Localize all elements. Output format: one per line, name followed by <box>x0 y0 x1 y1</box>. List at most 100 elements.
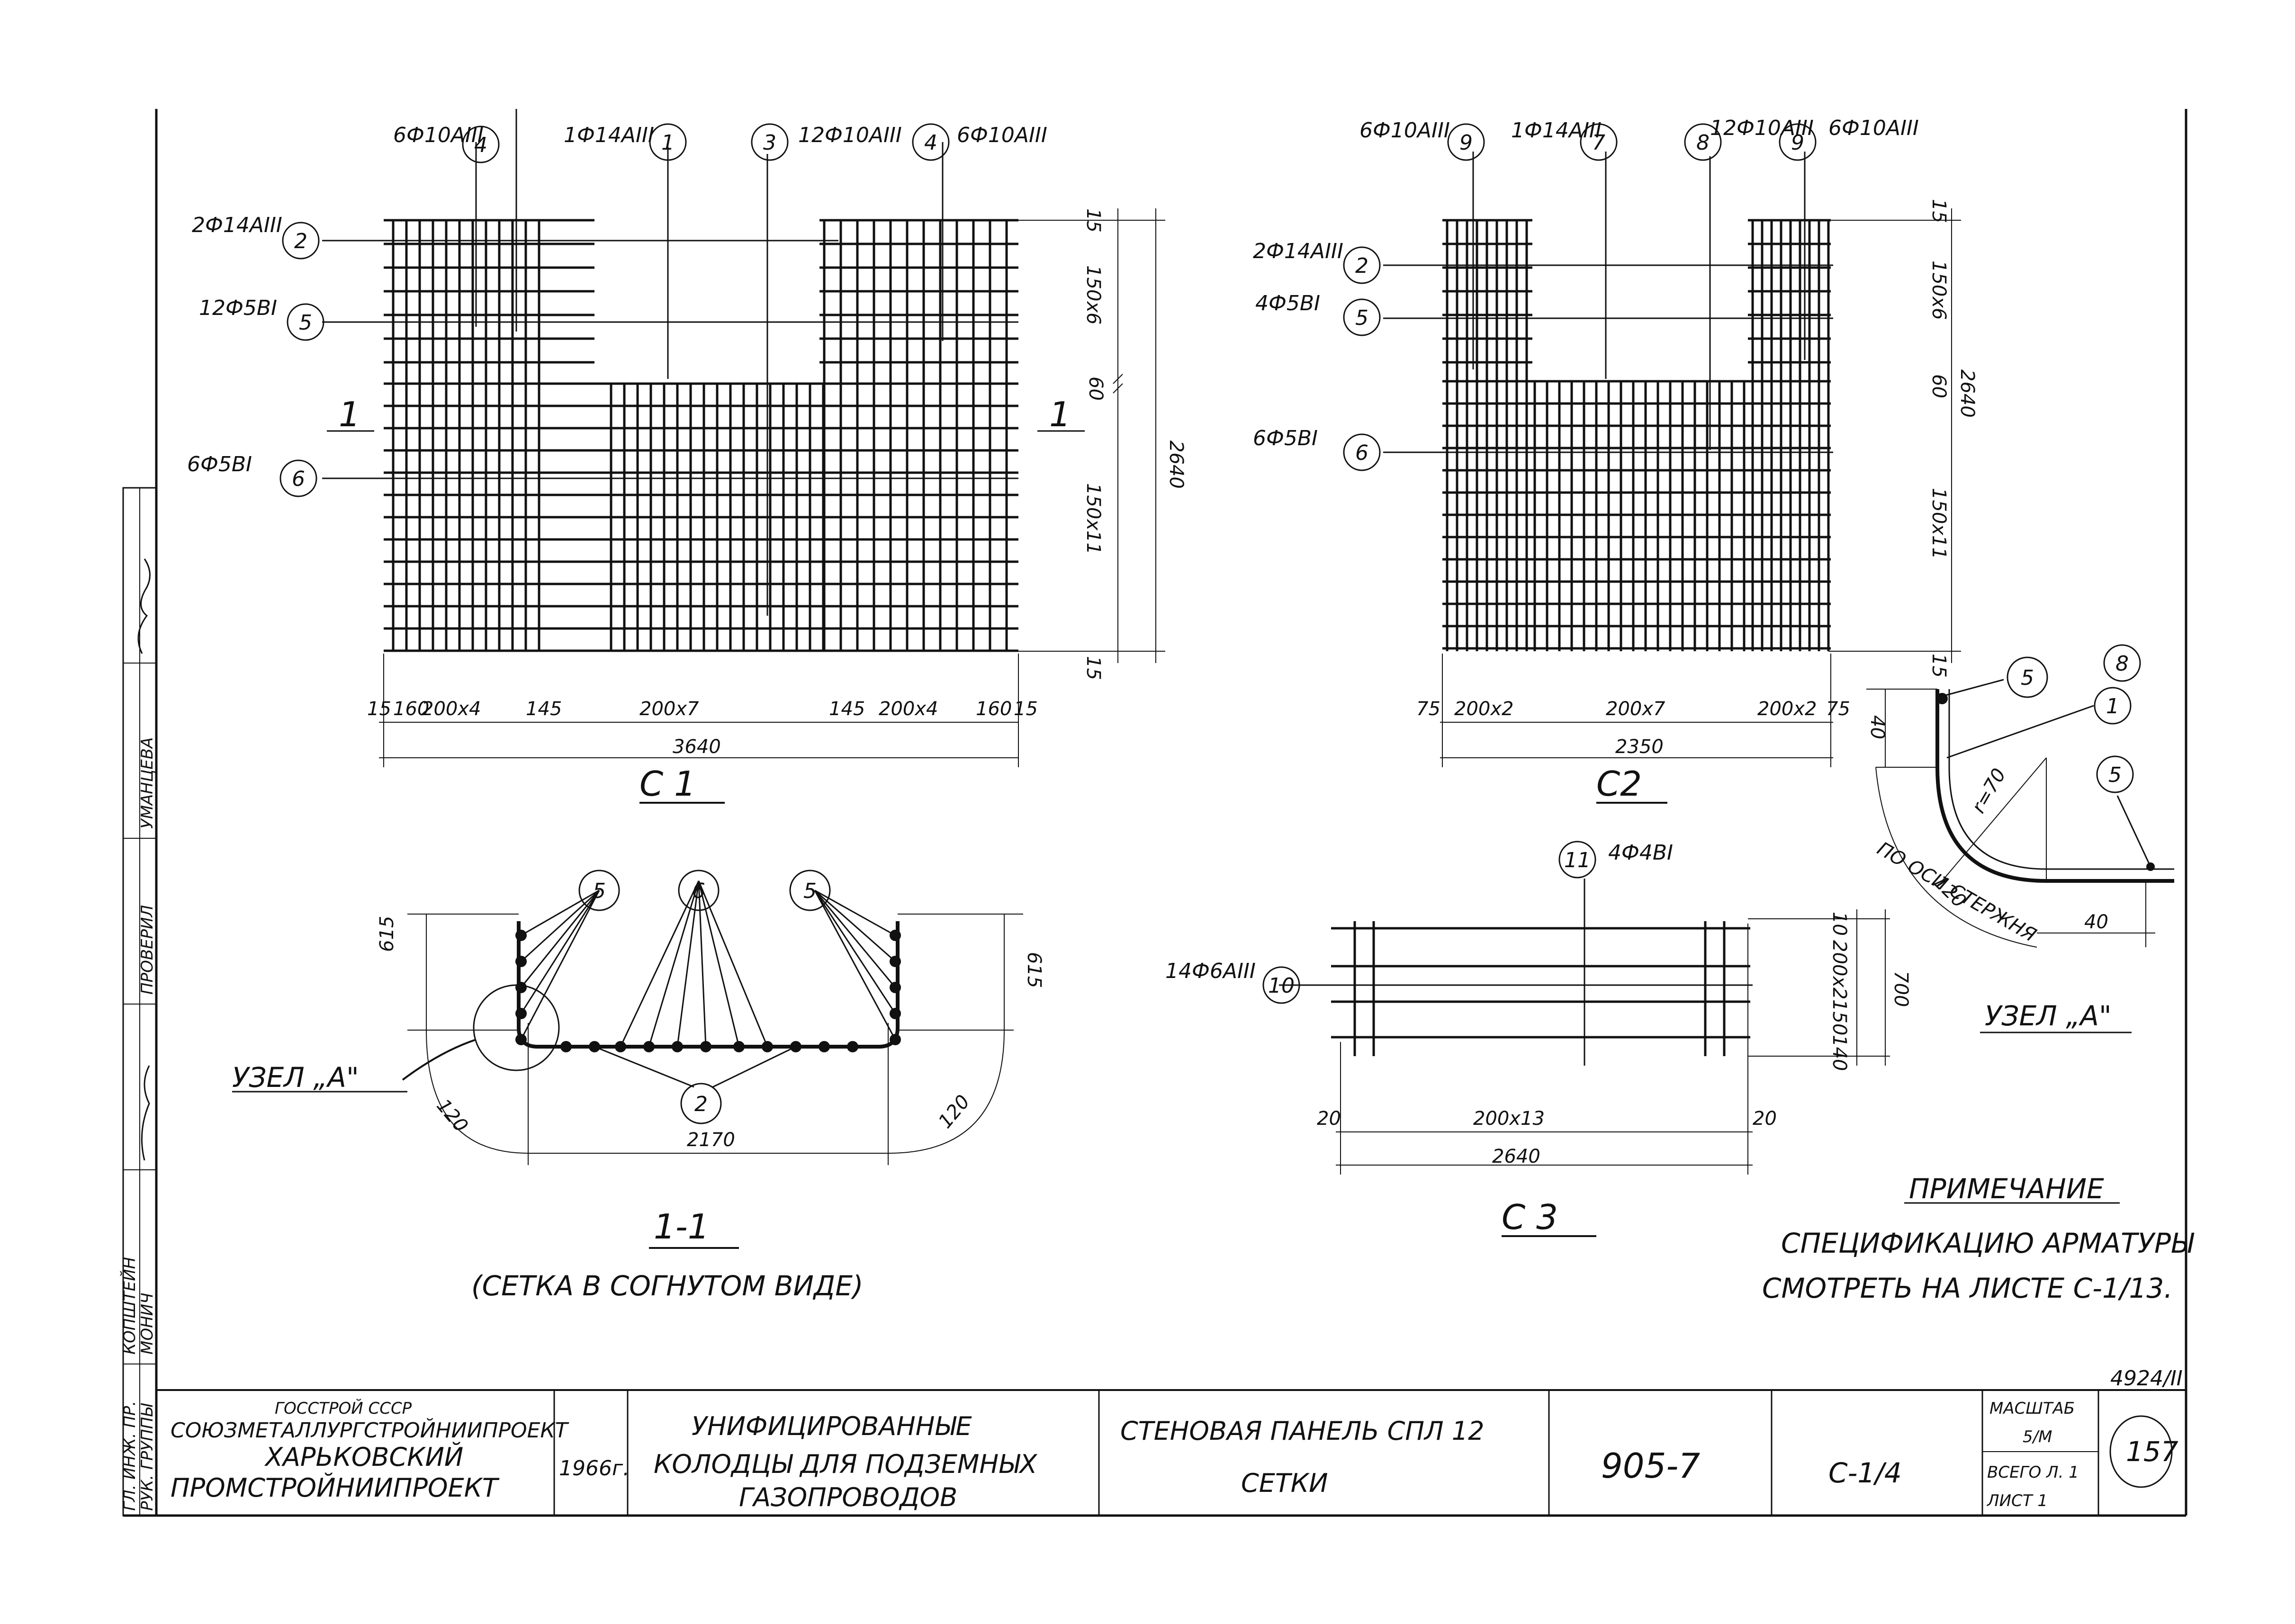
section-bar-dot <box>515 956 527 967</box>
node-callout-a <box>2007 656 2048 698</box>
c1-dim-right-0: 15 <box>1082 208 1104 233</box>
section-1-1 <box>402 880 1023 1165</box>
section-subtitle: (СЕТКА В СОГНУТОМ ВИДЕ) <box>471 1270 863 1302</box>
tb-sheet-no: С-1/4 <box>1828 1457 1902 1489</box>
c2-dim-bottom-3: 200х2 <box>1757 698 1817 720</box>
section-leader <box>521 889 600 936</box>
section-leader <box>520 890 600 1040</box>
node-callout-c-text: 8 <box>2115 652 2129 676</box>
stamp-chief-name: КОПШТЕЙН <box>120 1257 139 1355</box>
section-leader <box>814 890 896 1040</box>
c3-dim-bottom-1: 200х13 <box>1473 1108 1545 1130</box>
c1-callout-c2 <box>649 123 687 161</box>
section-leader <box>520 889 600 962</box>
tb-project1: УНИФИЦИРОВАННЫЕ <box>692 1411 972 1441</box>
c1-dim-bottom-5: 145 <box>829 698 865 720</box>
c3-title: С 3 <box>1502 1197 1558 1237</box>
section-leader <box>814 889 896 962</box>
c2-dim-bottom-2: 200х7 <box>1606 698 1665 720</box>
section-bar-dot <box>890 1008 901 1019</box>
section-bar-dot <box>890 982 901 993</box>
node-callout-c <box>2103 644 2141 682</box>
c3-label-top: 4Ф4ВI <box>1608 841 1673 865</box>
tb-project2: КОЛОДЦЫ ДЛЯ ПОДЗЕМНЫХ <box>654 1449 1037 1479</box>
c3-dim-right-3: 140 <box>1828 1035 1850 1071</box>
c3-dim-right-1: 200х2 <box>1828 940 1850 999</box>
stamp-checked: ПРОВЕРИЛ <box>138 905 157 995</box>
c2-label-b4: 6Ф10АIII <box>1828 116 1919 140</box>
tb-series: 905-7 <box>1601 1446 1700 1486</box>
node-dim-top: 40 <box>1866 715 1888 739</box>
c2-callout-c3 <box>1684 123 1722 161</box>
c1-callout-c6 <box>287 303 324 341</box>
c1-label-b4: 6Ф10АIII <box>957 123 1047 147</box>
section-leader <box>594 1046 694 1088</box>
c1-callout-c7-text: 6 <box>292 467 305 491</box>
section-dim-r-right: 120 <box>934 1091 974 1132</box>
tb-year: 1966г. <box>559 1456 630 1480</box>
section-dim-right: 615 <box>1023 952 1045 988</box>
section-bar-dot <box>589 1041 600 1052</box>
section-title: 1-1 <box>654 1207 710 1247</box>
tb-scale-value: 5/М <box>2023 1427 2052 1446</box>
section-bar-dot <box>672 1041 683 1052</box>
c1-dimensions <box>379 208 1165 767</box>
c3-dim-bottom-2: 20 <box>1753 1108 1777 1130</box>
section-leader <box>620 880 700 1047</box>
section-bar-dot <box>515 1034 527 1045</box>
node-callout-b <box>2094 687 2132 725</box>
c2-callout-c1 <box>1447 123 1485 161</box>
section-callout-a <box>578 870 620 911</box>
c1-callout-c2-text: 1 <box>661 131 675 155</box>
c2-callout-c6 <box>1343 298 1381 336</box>
stamp-group-name: МОНИЧ <box>138 1293 157 1355</box>
note-heading: ПРИМЕЧАНИЕ <box>1909 1173 2104 1205</box>
c2-callout-c4 <box>1779 123 1817 161</box>
c3-dim-right-2: 150 <box>1828 999 1850 1035</box>
c1-dim-right-2: 60 <box>1085 377 1107 401</box>
section-callout-c <box>789 870 831 911</box>
c2-callout-c7 <box>1343 433 1381 471</box>
c2-callout-c4-text: 9 <box>1791 131 1804 155</box>
node-a-detail <box>1866 679 2174 948</box>
node-callout-a-text: 5 <box>2021 666 2034 690</box>
section-leader <box>648 880 700 1047</box>
section-bar-dot <box>890 956 901 967</box>
c1-dim-bottom-3: 145 <box>526 698 562 720</box>
c2-callout-c7-text: 6 <box>1355 441 1368 465</box>
doc-code: 4924/II <box>2110 1366 2183 1391</box>
c2-dim-right-total: 2640 <box>1956 369 1978 418</box>
c3-dim-bottom-0: 20 <box>1317 1108 1341 1130</box>
c2-label-b2: 1Ф14АIII <box>1511 118 1602 143</box>
c1-callout-c5 <box>282 222 320 260</box>
c3-dim-total: 2640 <box>1492 1146 1540 1167</box>
section-bar-dot <box>890 930 901 941</box>
tb-page: 157 <box>2126 1436 2178 1468</box>
node-title: УЗЕЛ „А" <box>1985 1000 2112 1032</box>
section-bar-dot <box>615 1041 626 1052</box>
c1-callout-c3 <box>751 123 789 161</box>
c2-dim-right-4: 15 <box>1928 654 1950 678</box>
stamp-checked-name: УМАНЦЕВА <box>138 737 157 829</box>
node-dim-along: ПО ОСИ СТЕРЖНЯ <box>1873 838 2040 946</box>
section-leader <box>712 1046 796 1088</box>
tb-org4: ПРОМСТРОЙНИИПРОЕКТ <box>171 1473 500 1503</box>
page-number-circle <box>2109 1415 2173 1488</box>
c1-label-l2: 2Ф14АIII <box>192 213 282 237</box>
c1-dim-right-total: 2640 <box>1165 440 1187 489</box>
c2-dim-right-3: 150х11 <box>1928 488 1950 559</box>
c1-callout-c5-text: 2 <box>294 229 307 253</box>
section-bar-dot <box>643 1041 655 1052</box>
c3-leaders <box>1279 879 1753 1066</box>
section-leader <box>814 890 896 988</box>
c2-label-b1: 6Ф10АIII <box>1359 118 1450 143</box>
c2-dim-bottom-1: 200х2 <box>1454 698 1513 720</box>
c2-dim-right-2: 60 <box>1928 374 1950 398</box>
c2-dim-right-0: 15 <box>1928 199 1950 223</box>
c1-dim-right-1: 150х6 <box>1082 265 1104 324</box>
mesh-c1 <box>384 219 1018 652</box>
c1-dim-total: 3640 <box>673 736 721 758</box>
mesh-c3 <box>1331 921 1750 1056</box>
c1-dim-bottom-1: 160 <box>393 698 429 720</box>
